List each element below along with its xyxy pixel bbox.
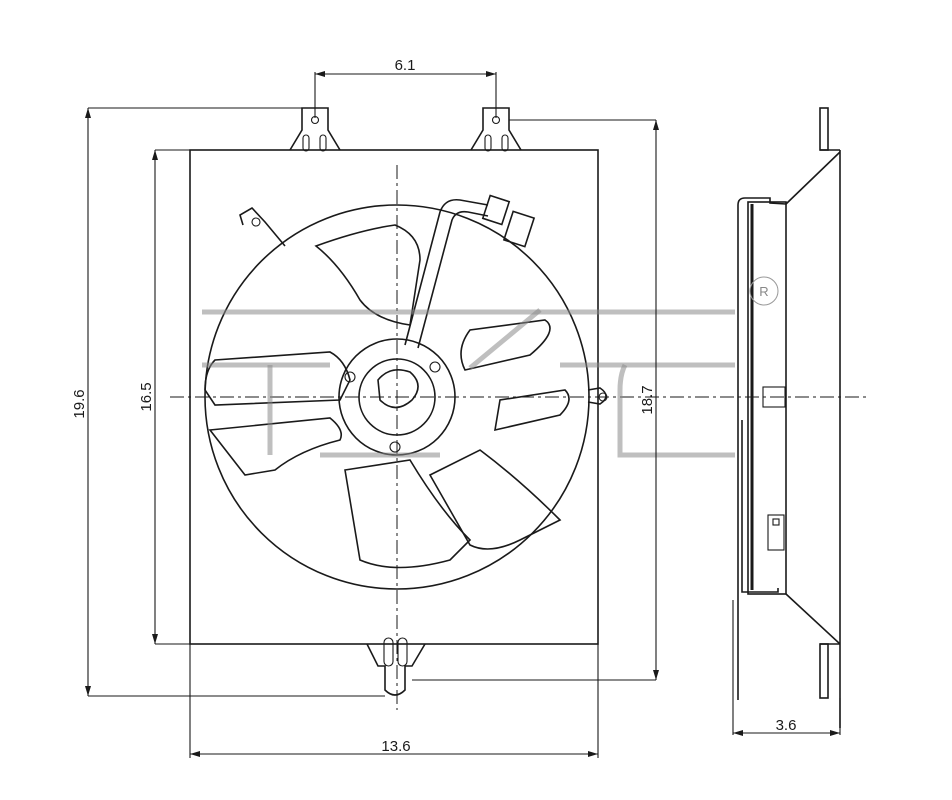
side-clip (767, 514, 785, 551)
dim-label-shroud-width: 13.6 (381, 738, 410, 755)
ring-ear-right (587, 387, 607, 405)
connector (481, 194, 511, 226)
dimension-shroud-width: 13.6 (189, 644, 599, 758)
side-top-tab (819, 107, 829, 151)
wire-harness (404, 194, 536, 349)
dimension-mount-spacing: 6.1 (314, 57, 497, 118)
side-bottom-tab (819, 643, 829, 699)
watermark-logo (202, 308, 735, 458)
dimension-mount-height: 18.7 (412, 119, 659, 681)
dim-label-depth: 3.6 (776, 717, 797, 734)
side-view: R (737, 107, 841, 728)
fan-blades (204, 224, 570, 569)
bottom-mount (366, 637, 426, 696)
dimension-depth: 3.6 (732, 600, 841, 736)
dimension-shroud-height: 16.5 (138, 149, 190, 645)
side-motor-body (747, 201, 787, 595)
dim-label-mount-spacing: 6.1 (395, 57, 416, 74)
side-connector (762, 386, 786, 408)
registered-mark-icon (749, 276, 779, 306)
svg-text:R: R (759, 284, 768, 299)
dim-label-overall-height: 19.6 (71, 389, 88, 418)
ring-ear-top (239, 206, 286, 247)
dim-label-mount-height: 18.7 (639, 385, 656, 414)
dim-label-shroud-height: 16.5 (138, 382, 155, 411)
dimension-overall-height: 19.6 (71, 107, 385, 697)
